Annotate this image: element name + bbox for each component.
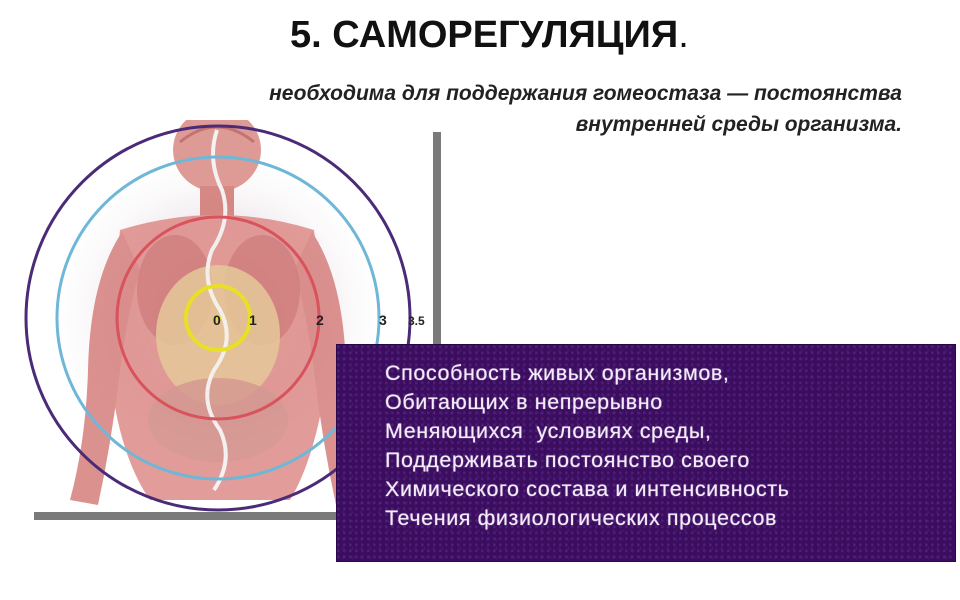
- definition-text: Способность живых организмов, Обитающих …: [385, 359, 789, 533]
- definition-line-4: Поддерживать постоянство своего: [385, 448, 750, 472]
- homeostasis-figure: 0 1 2 3 3.5: [0, 108, 450, 530]
- ring-label-0: 0: [213, 312, 221, 328]
- definition-line-6: Течения физиологических процессов: [385, 506, 778, 530]
- definition-line-5: Химического состава и интенсивность: [385, 477, 790, 501]
- definition-line-2: Обитающих в непрерывно: [385, 390, 663, 414]
- human-body-illustration: [70, 108, 364, 505]
- slide-subtitle: необходима для поддержания гомеостаза — …: [182, 78, 902, 140]
- ring-label-3: 3: [379, 312, 387, 328]
- subtitle-line-1: необходима для поддержания гомеостаза — …: [269, 82, 902, 105]
- ring-label-3-5: 3.5: [408, 314, 425, 328]
- ring-label-1: 1: [249, 312, 257, 328]
- definition-line-1: Способность живых организмов,: [385, 361, 730, 385]
- vertical-axis: [433, 132, 441, 520]
- ring-label-2: 2: [316, 312, 324, 328]
- ring-outer: [24, 124, 412, 512]
- homeostasis-diagram: 0 1 2 3 3.5: [24, 108, 441, 520]
- subtitle-line-2: внутренней среды организма.: [575, 113, 902, 136]
- slide-title-dot: .: [678, 14, 689, 56]
- slide-title: 5. САМОРЕГУЛЯЦИЯ.: [290, 14, 689, 57]
- ring-blue: [55, 155, 381, 481]
- definition-box: Способность живых организмов, Обитающих …: [336, 344, 956, 562]
- ring-yellow: [184, 284, 252, 352]
- ring-center: [215, 315, 221, 321]
- slide-title-text: 5. САМОРЕГУЛЯЦИЯ: [290, 14, 679, 56]
- horizontal-axis: [34, 512, 441, 520]
- ring-red: [115, 215, 321, 421]
- definition-line-3: Меняющихся условиях среды,: [385, 419, 712, 443]
